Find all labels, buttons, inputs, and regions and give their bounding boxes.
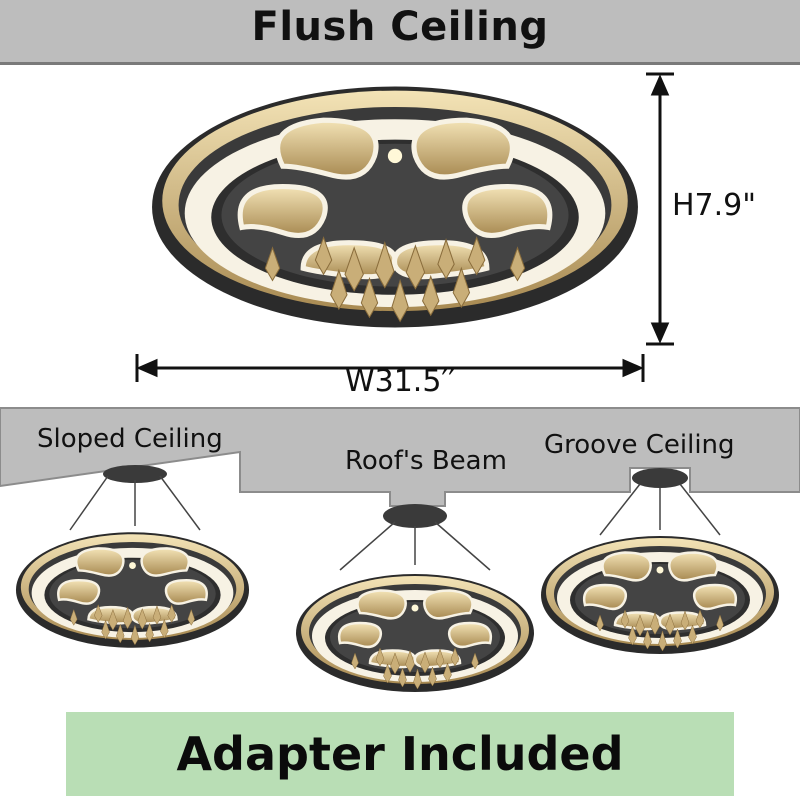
adapter-banner: Adapter Included — [176, 727, 624, 781]
width-arrow-icon — [135, 354, 645, 382]
height-label: H7.9" — [672, 188, 757, 223]
groove-ceiling-label: Groove Ceiling — [544, 430, 735, 460]
groove-ceiling-lamp — [540, 468, 780, 656]
header-band — [0, 0, 800, 65]
height-arrow-icon — [646, 72, 674, 346]
sloped-ceiling-label: Sloped Ceiling — [37, 424, 223, 454]
sloped-ceiling-lamp — [15, 465, 250, 650]
page-title: Flush Ceiling — [251, 4, 549, 50]
chandelier-main-image — [152, 87, 638, 328]
beam-lamp — [295, 504, 535, 694]
footer-band — [66, 712, 734, 796]
ceiling-profile — [0, 407, 800, 507]
width-label: W31.5′′ — [344, 364, 456, 399]
roof-beam-label: Roof's Beam — [345, 446, 507, 476]
